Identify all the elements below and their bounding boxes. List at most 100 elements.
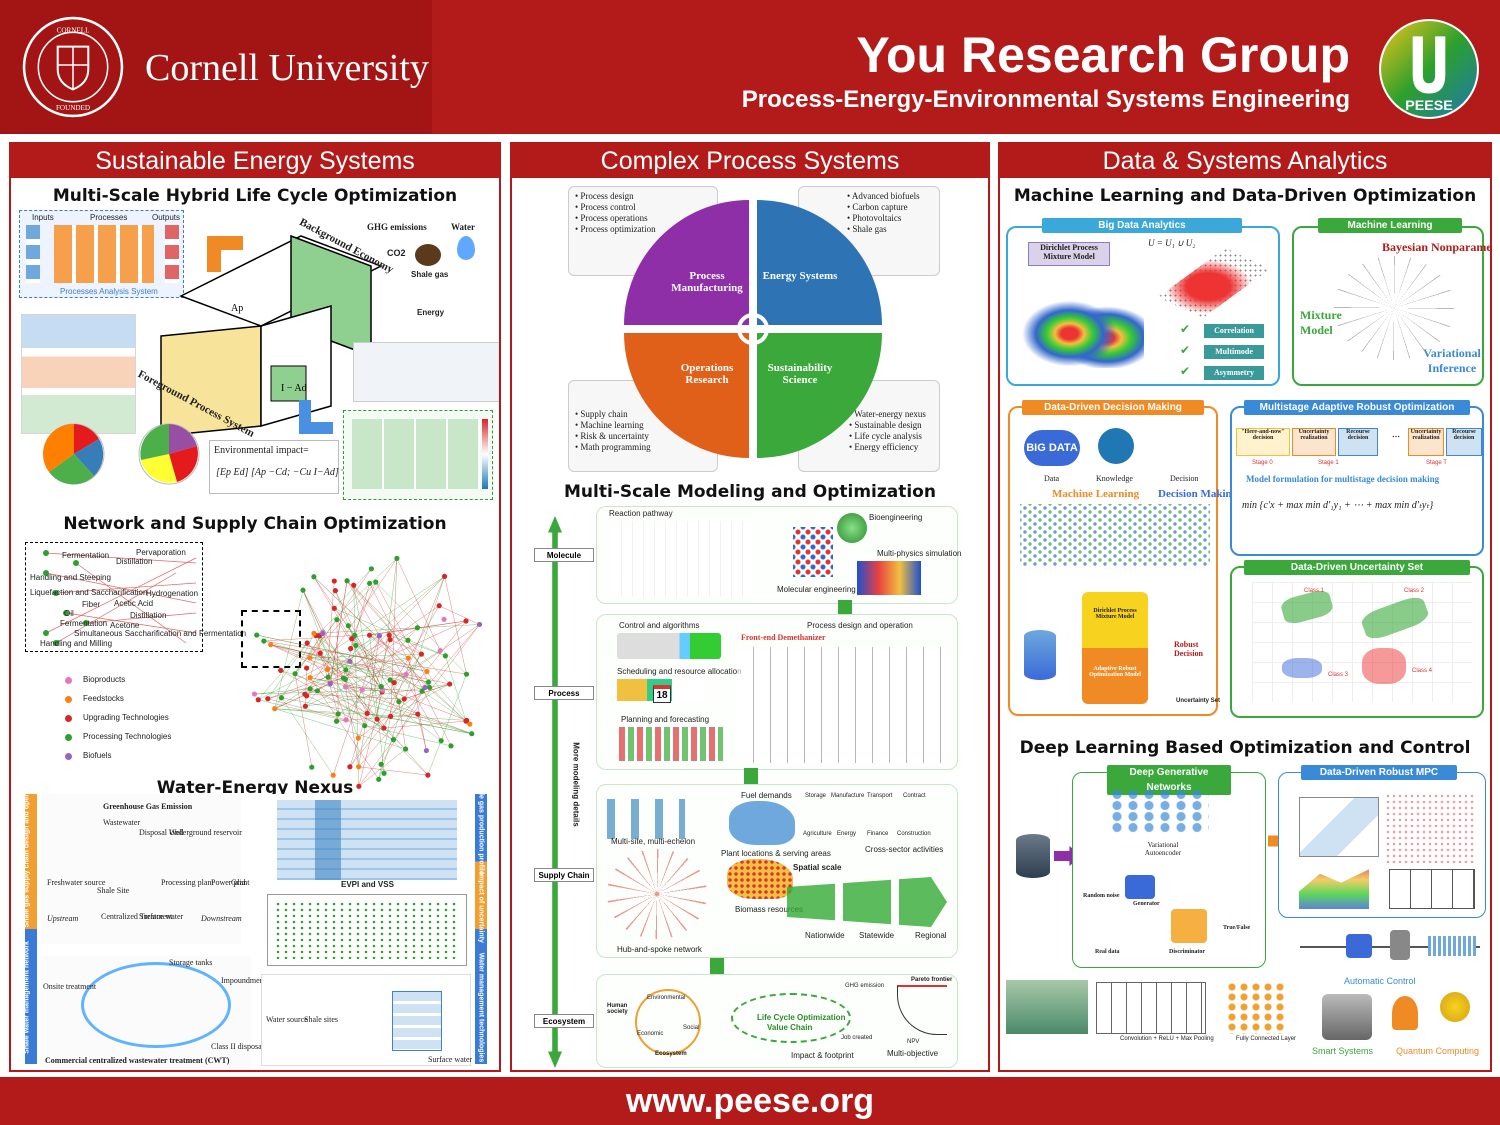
- legend-label: Bioproducts: [83, 675, 126, 684]
- sector-label: Storage: [805, 793, 827, 799]
- hub-spoke-icon: [607, 849, 707, 939]
- unc-set-label: Uncertainty Set: [1176, 698, 1221, 704]
- cornell-seal-icon: CORNELL FOUNDED: [22, 16, 124, 118]
- sector-label: Energy: [837, 831, 857, 837]
- zoom-label: Acetone: [110, 621, 140, 630]
- cross-sector-label: Cross-sector activities: [865, 845, 944, 854]
- check-icon: ✔: [1180, 364, 1191, 378]
- onsite-label: Onsite treatment: [43, 982, 97, 991]
- processing-label: Processing plant: [161, 878, 214, 887]
- zoom-label: Handling and Milling: [40, 639, 113, 648]
- simulation-icon: [857, 561, 921, 595]
- sector-label: Manufacture: [831, 793, 865, 799]
- outputs-label: Outputs: [152, 213, 181, 222]
- bayes-label: Bayesian Nonparametrics: [1382, 240, 1492, 254]
- surface-water-label: Surface water: [428, 1055, 473, 1064]
- check-asymmetry: Asymmetry: [1204, 366, 1264, 380]
- peese-logo-icon: PEESE: [1379, 19, 1479, 119]
- gen-label: Generator: [1133, 901, 1160, 907]
- class-region: [1362, 648, 1406, 684]
- scatter-uncertainty: [267, 894, 467, 966]
- section-title-ml: Machine Learning and Data-Driven Optimiz…: [1013, 186, 1477, 206]
- freshwater-label: Freshwater source: [47, 878, 106, 887]
- stage-label: Stage 0: [1252, 460, 1273, 466]
- maro-title: Multistage Adaptive Robust Optimization: [1244, 400, 1470, 415]
- regional-label: Regional: [915, 931, 947, 940]
- dpmm-label: Dirichlet Process Mixture Model: [1028, 242, 1110, 266]
- lightbulb-icon: [1098, 428, 1134, 464]
- nationwide-label: Nationwide: [805, 931, 845, 940]
- section-title-dl: Deep Learning Based Optimization and Con…: [1019, 738, 1471, 758]
- impoundment-label: Impoundment: [221, 976, 266, 985]
- energy-label: Energy: [417, 308, 445, 317]
- list-item: • Math programming: [575, 442, 651, 452]
- header-bar: CORNELL FOUNDED Cornell University You R…: [0, 0, 1500, 134]
- bda-title: Big Data Analytics: [1042, 218, 1242, 233]
- planning-label: Planning and forecasting: [621, 715, 710, 724]
- pas-label: Processes Analysis System: [60, 287, 158, 296]
- multiphysics-label: Multi-physics simulation: [877, 549, 962, 558]
- svg-text:Ap: Ap: [231, 303, 243, 314]
- ur-label: Uncertainty realization: [1408, 428, 1444, 456]
- evpi-label: EVPI and VSS: [341, 880, 394, 889]
- econ-label: Economic: [637, 1031, 664, 1037]
- quadrant-energy-systems: Energy Systems: [762, 270, 838, 282]
- arrow-icon: [207, 236, 243, 272]
- university-name: Cornell University: [145, 47, 429, 89]
- zoom-label: Distillation: [116, 557, 153, 566]
- graph-network-icon: [1334, 256, 1454, 360]
- section-title-multiscale: Multi-Scale Modeling and Optimization: [564, 482, 936, 502]
- mixture-label: Mixture Model: [1300, 308, 1342, 337]
- pareto-icon: [897, 985, 947, 1035]
- zoom-label: Fiber: [82, 600, 101, 609]
- sector-label: Contract: [903, 793, 926, 799]
- ecosystem-box: Human society Environmental Economic Soc…: [596, 974, 958, 1068]
- zoom-label: Hydrogenation: [146, 589, 199, 598]
- list-item: • Process control: [575, 202, 636, 212]
- stage-label: Stage T: [1426, 460, 1447, 466]
- hub-label: Hub-and-spoke network: [617, 945, 702, 954]
- demethanizer-label: Front-end Demethanizer: [741, 633, 826, 642]
- panel-sustainable-energy: Sustainable Energy Systems Multi-Scale H…: [9, 142, 501, 1072]
- density-surface-icon: [1020, 282, 1144, 368]
- cell-icon: [837, 513, 867, 543]
- network-zoom-box: Fermentation Distillation Pervaporation …: [25, 542, 246, 652]
- ddm-dm-label: Decision Making: [1158, 488, 1238, 500]
- vertical-label: More modeling details: [571, 742, 581, 827]
- panel-title: Data & Systems Analytics: [1000, 144, 1490, 178]
- class-region: [1282, 658, 1322, 678]
- research-quadrant-circle: [624, 200, 882, 458]
- maro-box: Multistage Adaptive Robust Optimization …: [1230, 400, 1484, 556]
- shale-gas-icon: [415, 244, 441, 266]
- disposal-label: Disposal Well: [139, 828, 184, 837]
- mpc-scatter-icon: [1385, 793, 1475, 863]
- quadrant-operations-research: Operations Research: [680, 362, 734, 386]
- control-loop: Automatic Control: [1290, 920, 1484, 990]
- zoom-label: Fermentation: [62, 551, 110, 560]
- class2-label: Class II disposal wells: [211, 1042, 283, 1051]
- scatter-3d-icon: [1158, 248, 1270, 318]
- legend-dot-biofuels: [65, 753, 72, 760]
- ml-title: Machine Learning: [1318, 218, 1462, 233]
- legend-label: Feedstocks: [83, 694, 124, 703]
- centralized-label: Centralized Treatment: [101, 912, 173, 921]
- scale-label-supply-chain: Supply Chain: [534, 868, 594, 882]
- water-drop-icon: [457, 236, 475, 260]
- zoom-label: Liquefaction and Saccharification: [30, 588, 148, 597]
- real-label: Real data: [1095, 949, 1120, 955]
- dus-title: Data-Driven Uncertainty Set: [1244, 560, 1470, 575]
- data-label: Data: [1044, 474, 1060, 483]
- section-title-lco: Multi-Scale Hybrid Life Cycle Optimizati…: [52, 186, 458, 206]
- co2-label: CO2: [387, 248, 406, 258]
- zoom-label: Simultaneous Saccharification and Fermen…: [74, 629, 247, 638]
- fc-label: Fully Connected Layer: [1236, 1036, 1297, 1042]
- footer-url[interactable]: www.peese.org: [0, 1077, 1500, 1125]
- multiobj-label: Multi-objective: [887, 1049, 939, 1058]
- panel-complex-process: Complex Process Systems • Process design…: [510, 142, 990, 1072]
- upstream-label: Upstream: [47, 914, 79, 923]
- shale-gas-label: Shale gas: [411, 270, 449, 279]
- check-correlation: Correlation: [1204, 324, 1264, 338]
- class-label: Class 4: [1412, 668, 1433, 674]
- cwt-label: Commercial centralized wastewater treatm…: [45, 1056, 230, 1065]
- scheduling-label: Scheduling and resource allocation: [617, 667, 742, 676]
